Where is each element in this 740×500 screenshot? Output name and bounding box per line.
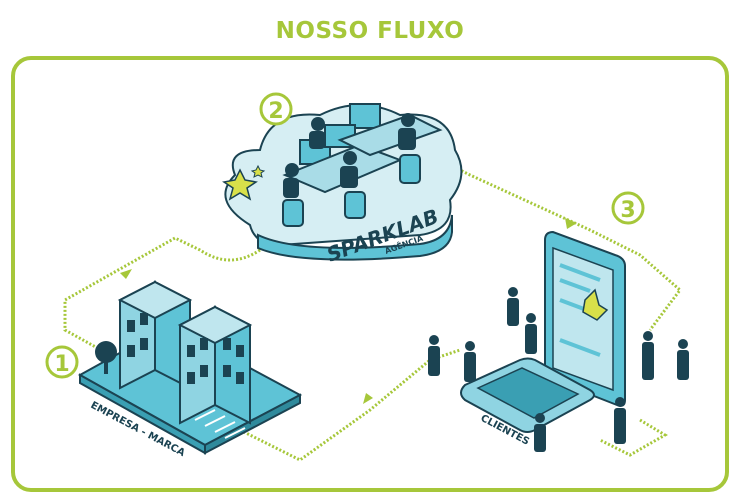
step-badge-2: 2 (259, 92, 293, 126)
diagram-title: NOSSO FLUXO (275, 18, 465, 44)
outer-frame (11, 56, 729, 492)
step-number-3: 3 (620, 198, 635, 223)
step-number-2: 2 (268, 99, 283, 124)
step-badge-1: 1 (45, 345, 79, 379)
tree-icon (95, 341, 117, 363)
agency-cloud-island (222, 103, 463, 261)
step-badge-3: 3 (611, 191, 645, 225)
step-number-1: 1 (54, 352, 69, 377)
clients-devices (428, 230, 689, 452)
company-building (77, 280, 303, 455)
spark-star-icon (222, 168, 258, 201)
pointer-hand-icon (582, 288, 609, 321)
flow-arrows (120, 218, 577, 404)
